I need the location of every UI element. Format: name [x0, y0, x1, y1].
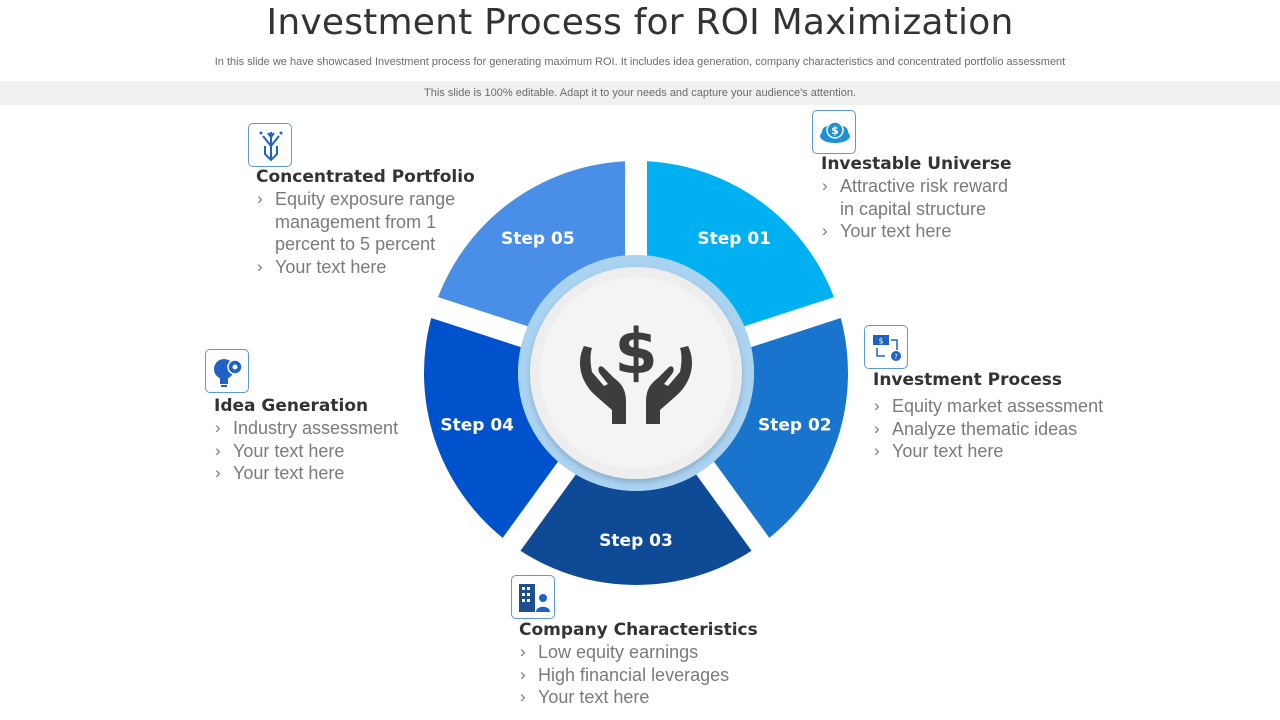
- ring-segment-3: [520, 474, 752, 585]
- ring-segment-1: [646, 161, 834, 327]
- ring-segment-4: [423, 318, 559, 538]
- page-title: Investment Process for ROI Maximization: [266, 2, 1014, 43]
- step-title: Investable Universe: [821, 154, 1012, 174]
- step-bullet: High financial leverages: [519, 664, 779, 687]
- step-block-idea-generation: Idea Generation Industry assessment Your…: [214, 396, 444, 485]
- step-bullet: Your text here: [519, 686, 779, 709]
- segment-label: Step 03: [599, 531, 673, 551]
- step-block-company-characteristics: Company Characteristics Low equity earni…: [519, 620, 779, 709]
- segment-label: Step 04: [440, 416, 514, 436]
- step-bullet: Your text here: [821, 220, 1051, 243]
- segment-label: Step 01: [697, 229, 771, 249]
- step-title: Company Characteristics: [519, 620, 758, 640]
- svg-text:$: $: [614, 315, 657, 388]
- svg-text:$: $: [831, 124, 839, 137]
- step-bullet: Your text here: [214, 462, 444, 485]
- portfolio-funnel-icon: [248, 123, 292, 167]
- money-flow-icon: $ ?: [864, 325, 908, 369]
- lightbulb-gear-icon: [205, 349, 249, 393]
- step-bullet: Attractive risk reward in capital struct…: [821, 175, 1020, 220]
- page-subtitle: In this slide we have showcased Investme…: [214, 56, 1066, 68]
- step-block-investable-universe: Investable Universe Attractive risk rewa…: [821, 154, 1051, 243]
- step-bullet: Low equity earnings: [519, 641, 779, 664]
- step-block-concentrated-portfolio: Concentrated Portfolio Equity exposure r…: [256, 167, 476, 278]
- segment-label: Step 02: [758, 416, 832, 436]
- step-bullet: Your text here: [214, 440, 444, 463]
- ring-segment-5: [438, 161, 626, 327]
- segment-label: Step 05: [501, 229, 575, 249]
- step-bullet: Equity market assessment: [873, 395, 1143, 418]
- step-title: Idea Generation: [214, 396, 369, 416]
- step-bullet: Your text here: [256, 256, 476, 279]
- step-block-investment-process: Investment Process Equity market assessm…: [873, 370, 1143, 463]
- center-hub-inner: [540, 277, 732, 469]
- money-cloud-icon: $: [812, 110, 856, 154]
- svg-text:$: $: [878, 337, 883, 346]
- svg-text:?: ?: [894, 353, 898, 361]
- step-bullet: Analyze thematic ideas: [873, 418, 1143, 441]
- company-building-icon: [511, 575, 555, 619]
- step-bullet: Industry assessment: [214, 417, 444, 440]
- step-bullet: Your text here: [873, 440, 1143, 463]
- hands-holding-dollar-icon: $: [580, 315, 692, 424]
- step-bullet: Equity exposure range management from 1 …: [256, 188, 470, 256]
- ring-segment-2: [713, 318, 848, 538]
- step-title: Investment Process: [873, 370, 1063, 390]
- editable-banner: This slide is 100% editable. Adapt it to…: [0, 81, 1280, 105]
- step-title: Concentrated Portfolio: [256, 167, 475, 187]
